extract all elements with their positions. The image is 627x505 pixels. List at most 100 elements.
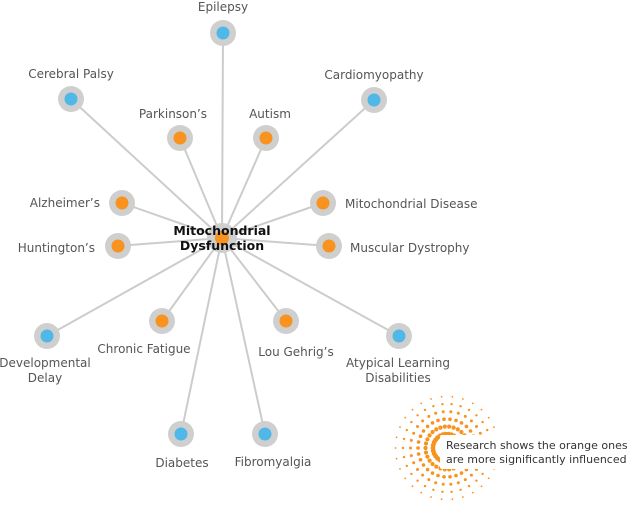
sunburst-dot	[409, 438, 413, 442]
sunburst-dot	[481, 420, 484, 424]
sunburst-dot	[480, 408, 483, 411]
sunburst-dot	[438, 425, 443, 430]
sunburst-dot	[475, 479, 478, 482]
sunburst-dot	[418, 458, 423, 462]
note-line2: are more significantly influenced	[446, 453, 627, 466]
connector-parkinsons	[179, 137, 223, 239]
node-dot-lou-gehrigs	[279, 314, 293, 328]
sunburst-dot	[468, 429, 473, 433]
node-dot-diabetes	[174, 427, 188, 441]
node-label-alzheimers: Alzheimer’s	[30, 196, 100, 210]
node-label-huntingtons: Huntington’s	[18, 241, 95, 255]
node-dot-atypical-learning-disabilities	[392, 329, 406, 343]
sunburst-dot	[436, 418, 440, 423]
sunburst-dot	[487, 477, 490, 480]
sunburst-dot	[447, 424, 452, 429]
node-muscular-dystrophy: Muscular Dystrophy	[316, 233, 469, 259]
sunburst-dot	[423, 441, 429, 446]
sunburst-dot	[410, 420, 413, 424]
connector-muscular-dystrophy	[221, 237, 330, 247]
sunburst-dot	[409, 446, 412, 450]
sunburst-dot	[455, 427, 460, 432]
sunburst-dot	[402, 437, 406, 441]
sunburst-dot	[436, 473, 440, 478]
sunburst-dot	[478, 431, 482, 435]
node-dot-cardiomyopathy	[367, 93, 381, 107]
sunburst-dot	[416, 452, 421, 456]
sunburst-dot	[425, 454, 430, 459]
note-line1: Research shows the orange ones	[446, 439, 627, 452]
sunburst-dot	[430, 461, 435, 467]
sunburst-dot	[423, 445, 428, 451]
node-dot-cerebral-palsy	[64, 92, 78, 106]
sunburst-dot	[441, 403, 444, 406]
sunburst-dot	[420, 402, 423, 405]
connector-epilepsy	[221, 32, 224, 239]
node-label-fibromyalgia: Fibromyalgia	[235, 455, 312, 469]
sunburst-dot	[410, 472, 413, 476]
sunburst-dot	[456, 411, 460, 415]
note-box	[440, 435, 613, 469]
sunburst-dot	[421, 463, 426, 467]
node-label-parkinsons: Parkinson’s	[139, 107, 207, 121]
sunburst-dot	[425, 437, 430, 442]
node-label-atypical-learning-disabilities-line2: Disabilities	[365, 371, 430, 385]
sunburst-dot	[420, 491, 423, 494]
node-label-atypical-learning-disabilities-line1: Atypical Learning	[346, 356, 450, 370]
node-label-developmental-delay-line1: Developmental	[0, 356, 91, 370]
connector-chronic-fatigue	[161, 237, 223, 322]
sunburst-dot	[440, 395, 443, 398]
node-cardiomyopathy: Cardiomyopathy	[324, 68, 424, 113]
node-chronic-fatigue: Chronic Fatigue	[97, 308, 191, 356]
sunburst-dot	[427, 458, 432, 463]
sunburst-dot	[430, 429, 435, 435]
sunburst-dot	[449, 410, 453, 414]
sunburst-dot	[395, 436, 398, 439]
sunburst-dot	[467, 484, 471, 488]
sunburst-dot	[493, 426, 495, 428]
sunburst-dot	[416, 414, 419, 417]
node-dot-alzheimers	[115, 196, 129, 210]
sunburst-dot	[469, 419, 473, 423]
sunburst-dot	[475, 425, 478, 428]
sunburst-dot	[405, 428, 408, 432]
node-dot-huntingtons	[111, 239, 125, 253]
sunburst-dot	[434, 411, 438, 415]
sunburst-dot	[404, 477, 407, 480]
sunburst-dot	[411, 485, 414, 488]
sunburst-dot	[456, 481, 460, 485]
sunburst-dot	[432, 405, 435, 408]
sunburst-dot	[418, 434, 423, 439]
sunburst-dot	[409, 454, 413, 458]
sunburst-dot	[487, 416, 490, 419]
center-node-dot	[215, 231, 229, 245]
node-label-chronic-fatigue: Chronic Fatigue	[97, 342, 190, 356]
sunburst-dot	[459, 421, 464, 425]
sunburst-dot	[463, 414, 467, 418]
sunburst-dot	[440, 498, 443, 501]
node-dot-chronic-fatigue	[155, 314, 169, 328]
sunburst-dot	[421, 473, 425, 477]
node-epilepsy: Epilepsy	[198, 0, 248, 46]
sunburst-dot	[423, 450, 429, 455]
connector-atypical-learning-disabilities	[221, 237, 400, 337]
connector-developmental-delay	[46, 237, 223, 337]
sunburst-dot	[481, 472, 484, 476]
sunburst-dot	[463, 478, 467, 482]
node-alzheimers: Alzheimer’s	[30, 190, 135, 216]
sunburst-dot	[405, 464, 408, 468]
connector-diabetes	[180, 237, 223, 435]
node-huntingtons: Huntington’s	[18, 233, 131, 259]
sunburst-dot	[471, 402, 474, 405]
node-lou-gehrigs: Lou Gehrig’s	[258, 308, 334, 359]
sunburst-dot	[459, 405, 462, 408]
node-dot-epilepsy	[216, 26, 230, 40]
node-label-lou-gehrigs: Lou Gehrig’s	[258, 345, 333, 359]
sunburst-dot	[475, 414, 478, 417]
center-label-line1: Mitochondrial	[173, 223, 270, 238]
sunburst-dot	[454, 473, 458, 478]
connector-cardiomyopathy	[221, 99, 375, 239]
sunburst-dot	[451, 425, 456, 430]
